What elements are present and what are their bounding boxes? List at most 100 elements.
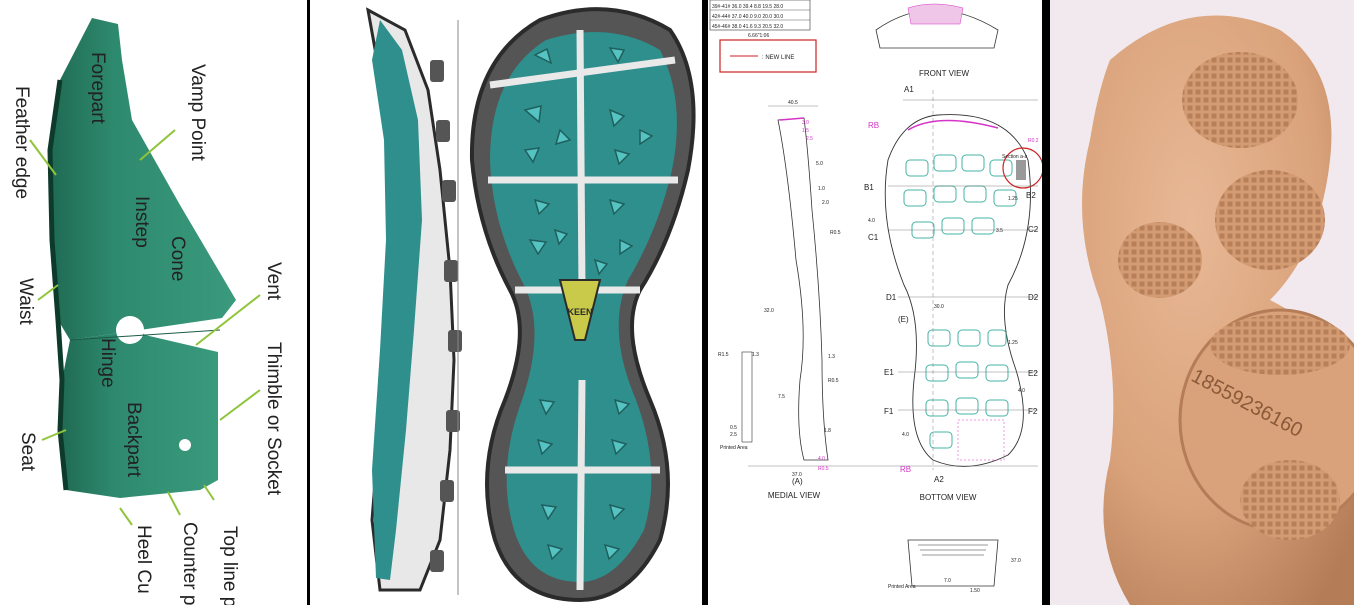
dim-1-25: 1.25 xyxy=(1008,196,1018,202)
sole-grid-heel-bottom xyxy=(1240,460,1340,540)
heel-detail-shape xyxy=(907,539,999,587)
sole-grid-heel-top xyxy=(1210,315,1350,375)
dim-r0-5b: R0.5 xyxy=(828,378,839,384)
dim-heel-150: 1.50 xyxy=(970,588,980,594)
marker-a-center: (A) xyxy=(792,477,803,486)
label-waist: Waist xyxy=(15,278,36,325)
label-heel-cup: Heel Cu xyxy=(133,525,154,594)
marker-a2: A2 xyxy=(934,475,944,484)
marker-f2: F2 xyxy=(1028,407,1038,416)
marker-c1: C1 xyxy=(868,233,879,242)
size-row-3: 45#-46# 38.0 41.6 9.3 20.5 32.0 xyxy=(712,24,783,30)
dim-1-8: 1.8 xyxy=(824,428,831,434)
dimension-lines xyxy=(748,90,1038,470)
sole-grid-forefoot xyxy=(1182,52,1298,148)
sole-photo-panel: 18559236160 xyxy=(1050,0,1354,605)
outsole-dividers xyxy=(488,29,678,591)
last-feather-edge xyxy=(47,79,69,491)
shoe-last-panel: Forepart Vamp Point Feather edge Instep … xyxy=(0,0,307,605)
heel-detail-hatch xyxy=(918,544,988,556)
marker-e2: E2 xyxy=(1028,369,1038,378)
dim-7-5: 7.5 xyxy=(778,394,785,400)
dim-heel-7: 7.0 xyxy=(944,578,951,584)
size-table xyxy=(709,0,811,31)
bottom-view-rb-top-line xyxy=(907,119,999,131)
dim-32-0: 32.0 xyxy=(764,308,774,314)
bottom-view-rb-hatch xyxy=(957,419,1005,461)
marker-b1: B1 xyxy=(864,183,874,192)
label-counter: Counter p xyxy=(179,522,200,605)
size-row-2: 42#-44# 37.0 40.0 9.0 20.0 30.0 xyxy=(712,14,783,20)
label-vamp-point: Vamp Point xyxy=(187,64,208,161)
label-feather-edge: Feather edge xyxy=(11,86,32,200)
dim-2-5: 2.5 xyxy=(806,136,813,142)
dim-printed-area: Printed Area xyxy=(720,445,748,451)
label-hinge: Hinge xyxy=(97,338,118,388)
label-backpart: Backpart xyxy=(123,402,144,477)
dim-r0-5: R0.5 xyxy=(830,230,841,236)
scale-note: 6.66"1:06 xyxy=(748,33,769,39)
dim-1-5: 1.5 xyxy=(802,128,809,134)
dim-2-0: 2.0 xyxy=(822,200,829,206)
tech-drawing-panel: 39#-41# 36.0 39.4 8.8 19.5 28.0 42#-44# … xyxy=(708,0,1042,605)
front-view-highlight xyxy=(907,3,964,25)
dim-1-3b: 1.3 xyxy=(828,354,835,360)
marker-d2: D2 xyxy=(1028,293,1039,302)
dim-1-0: 1.0 xyxy=(818,186,825,192)
dim-4-0d: 4.0 xyxy=(868,218,875,224)
last-forepart-shape xyxy=(50,18,236,340)
size-row-1: 39#-41# 36.0 39.4 8.8 19.5 28.0 xyxy=(712,4,783,10)
sole-photo: 18559236160 xyxy=(1082,15,1354,605)
legend-box xyxy=(719,39,817,73)
dim-4-0c: 4.0 xyxy=(902,432,909,438)
outsole-logo: KEEN xyxy=(567,307,592,317)
marker-rb-bottom: RB xyxy=(900,465,911,474)
front-view-title: FRONT VIEW xyxy=(919,69,970,78)
dim-r0-2: R0.2 xyxy=(1028,138,1039,144)
label-instep: Instep xyxy=(131,196,152,248)
dim-4-0b: 4.0 xyxy=(1018,388,1025,394)
medial-view-newline xyxy=(779,117,805,121)
shoe-last-illustration xyxy=(29,18,261,526)
medial-view-outline xyxy=(777,117,829,461)
label-leader-lines xyxy=(29,129,261,526)
last-backpart-shape xyxy=(60,330,218,498)
side-profile-midsole xyxy=(372,20,422,580)
outsole-lugs xyxy=(523,47,654,561)
sole-grid-midfoot xyxy=(1215,170,1325,270)
label-seat: Seat xyxy=(17,432,38,472)
section-callout-detail xyxy=(1016,160,1026,180)
logo-plate xyxy=(558,279,602,341)
dim-heel-height: 37.0 xyxy=(1011,558,1021,564)
sole-grid-side xyxy=(1118,222,1202,298)
marker-e-center: (E) xyxy=(898,315,909,324)
marker-e1: E1 xyxy=(884,368,894,377)
label-cone: Cone xyxy=(167,236,188,282)
dim-30-0: 30.0 xyxy=(934,304,944,310)
dim-bottom-width: 37.0 xyxy=(792,472,802,478)
dim-3-5: 3.5 xyxy=(996,228,1003,234)
section-callout-circle xyxy=(1002,147,1042,189)
marker-a1: A1 xyxy=(904,85,914,94)
legend-text: : NEW LINE xyxy=(762,55,794,61)
bottom-view-outline xyxy=(884,114,1031,467)
label-forepart: Forepart xyxy=(87,52,108,124)
label-vent: Vent xyxy=(263,262,284,301)
dim-5-0: 5.0 xyxy=(816,161,823,167)
dim-4-0: 4.0 xyxy=(818,456,825,462)
outsole-panel: KEEN xyxy=(310,0,702,605)
marker-d1: D1 xyxy=(886,293,897,302)
dim-section: Section a-a xyxy=(1002,154,1028,160)
dim-2-5b: 2.5 xyxy=(730,432,737,438)
dim-printed-area-2: Printed Area xyxy=(888,584,916,590)
outsole-illustration: KEEN xyxy=(365,7,696,603)
thimble-hole xyxy=(179,439,191,451)
marker-f1: F1 xyxy=(884,407,894,416)
medial-view-title: MEDIAL VIEW xyxy=(768,491,821,500)
bottom-view-title: BOTTOM VIEW xyxy=(920,493,977,502)
dim-r0-5c: R0.5 xyxy=(818,466,829,472)
dim-0-5: 0.5 xyxy=(730,425,737,431)
dim-1-3: 1.3 xyxy=(752,352,759,358)
dim-r1-5: R1.5 xyxy=(718,352,729,358)
dim-1-25b: 1.25 xyxy=(1008,340,1018,346)
